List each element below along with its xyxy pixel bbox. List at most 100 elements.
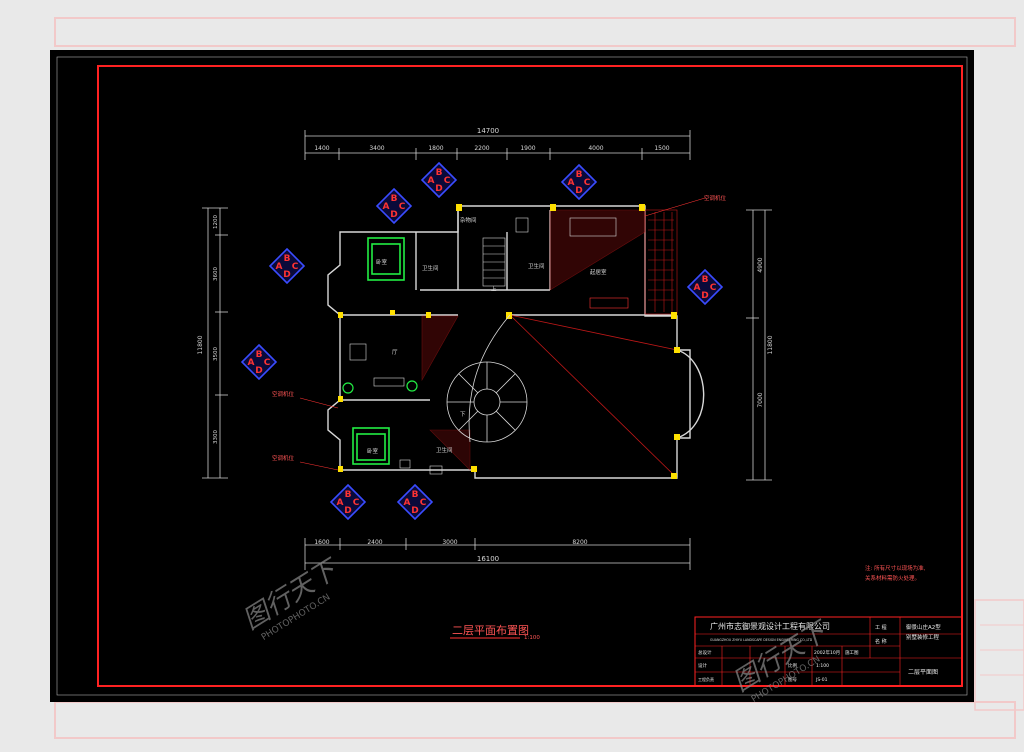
- dim-top-4: 2200: [474, 145, 489, 152]
- company-name-en: GUANGZHOU ZHIYU LANDSCAPE DESIGN ENGINEE…: [710, 638, 813, 642]
- marker-letter: C: [353, 498, 360, 508]
- marker-letter: B: [412, 490, 419, 500]
- marker-letter: C: [399, 202, 406, 212]
- marker-diamond: [240, 343, 278, 381]
- marker-letter: D: [255, 366, 262, 376]
- number-label: 图号: [788, 677, 797, 683]
- project-label: 工 程: [875, 624, 887, 631]
- beds: [352, 237, 405, 465]
- floor-plan-drawing: 14700 1400 3400 1800 2200 1900 4000 1500…: [56, 56, 968, 702]
- furniture: [349, 217, 629, 475]
- marker-letter: C: [420, 498, 427, 508]
- marker-letter: C: [584, 178, 591, 188]
- dim-overall-top: 14700: [477, 127, 499, 135]
- floor-hatch: [421, 209, 678, 471]
- title-block: 广州市志御景观设计工程有限公司 GUANGZHOU ZHIYU LANDSCAP…: [694, 616, 963, 687]
- drawing-scale: 1:100: [524, 635, 540, 641]
- leader-lines: [299, 197, 706, 471]
- drawing-number: JS-01: [815, 677, 828, 683]
- marker-diamond: [686, 268, 724, 306]
- marker-letter: B: [345, 490, 352, 500]
- marker-diamond: [375, 187, 413, 225]
- dim-overall-bottom: 16100: [477, 555, 499, 563]
- room-bath-top: 卫生间: [422, 264, 439, 272]
- marker-letter: C: [444, 176, 451, 186]
- marker-letter: D: [411, 506, 418, 516]
- marker-letter: A: [337, 498, 344, 508]
- drawing-sheet: 14700 1400 3400 1800 2200 1900 4000 1500…: [50, 50, 974, 702]
- dim-top-3: 1800: [428, 145, 443, 152]
- designer-label: 总设计: [698, 649, 712, 656]
- marker-letter: A: [383, 202, 390, 212]
- marker-letter: A: [568, 178, 575, 188]
- dim-right-2: 7000: [757, 392, 764, 407]
- marker-letter: C: [292, 262, 299, 272]
- dim-top-7: 1500: [654, 145, 669, 152]
- dim-bottom-4: 8200: [572, 539, 587, 546]
- date: 2002年10月: [814, 649, 840, 656]
- void-lines: [509, 314, 678, 479]
- dim-bottom-3: 3000: [442, 539, 457, 546]
- top-dimension: [304, 130, 691, 160]
- marker-diamond: [329, 483, 367, 521]
- drawing-title: 二层平面布置图: [452, 624, 529, 637]
- marker-letter: A: [404, 498, 411, 508]
- marker-letter: A: [428, 176, 435, 186]
- scale-value: 1:100: [816, 663, 829, 669]
- checker-label: 工程负责: [698, 676, 714, 682]
- plants: [342, 380, 418, 394]
- marker-letter: A: [248, 358, 255, 368]
- room-bedroom-bottom: 卧室: [367, 447, 379, 455]
- stair-down-label: 下: [460, 411, 466, 418]
- dim-right-total: 11800: [767, 335, 774, 354]
- room-hall: 厅: [392, 349, 398, 356]
- structural-columns: [338, 204, 680, 479]
- dim-left-3: 3500: [213, 347, 219, 361]
- room-family: 起居室: [590, 268, 607, 276]
- note-line-2: 关系材料需防火处理。: [865, 574, 920, 582]
- spiral-stair: [446, 314, 528, 443]
- right-dimension: [746, 209, 772, 481]
- stage: 施工图: [845, 649, 859, 656]
- drafter-label: 设计: [698, 662, 707, 669]
- ac-label-2: 空调机位: [272, 390, 295, 398]
- drawing-name: 二层平面图: [908, 669, 938, 676]
- marker-letter: B: [284, 254, 291, 264]
- marker-letter: A: [694, 283, 701, 293]
- dim-left-2: 3600: [213, 267, 219, 281]
- marker-letter: B: [702, 275, 709, 285]
- marker-letter: A: [276, 262, 283, 272]
- straight-stair: [482, 237, 506, 287]
- dim-top-2: 3400: [369, 145, 384, 152]
- bottom-dimension: [304, 538, 691, 570]
- dim-right-1: 4900: [757, 257, 764, 272]
- marker-letter: C: [710, 283, 717, 293]
- ac-label-3: 空调机位: [272, 454, 295, 462]
- marker-letter: D: [283, 270, 290, 280]
- dim-left-4: 3300: [213, 430, 219, 444]
- marker-diamond: [396, 483, 434, 521]
- scale-label: 比例: [788, 662, 797, 669]
- company-name: 广州市志御景观设计工程有限公司: [710, 621, 830, 631]
- room-bath-center: 卫生间: [528, 262, 545, 270]
- marker-letter: D: [435, 184, 442, 194]
- marker-letter: B: [391, 194, 398, 204]
- name-label: 名 称: [875, 638, 887, 645]
- dim-top-5: 1900: [520, 145, 535, 152]
- dim-left-total: 11800: [197, 335, 204, 354]
- left-dimension: [202, 207, 228, 479]
- inner-frame: [97, 65, 963, 687]
- marker-diamond: [560, 163, 598, 201]
- dim-top-6: 4000: [588, 145, 603, 152]
- marker-letter: B: [436, 168, 443, 178]
- marker-letter: B: [256, 350, 263, 360]
- marker-diamond: [420, 161, 458, 199]
